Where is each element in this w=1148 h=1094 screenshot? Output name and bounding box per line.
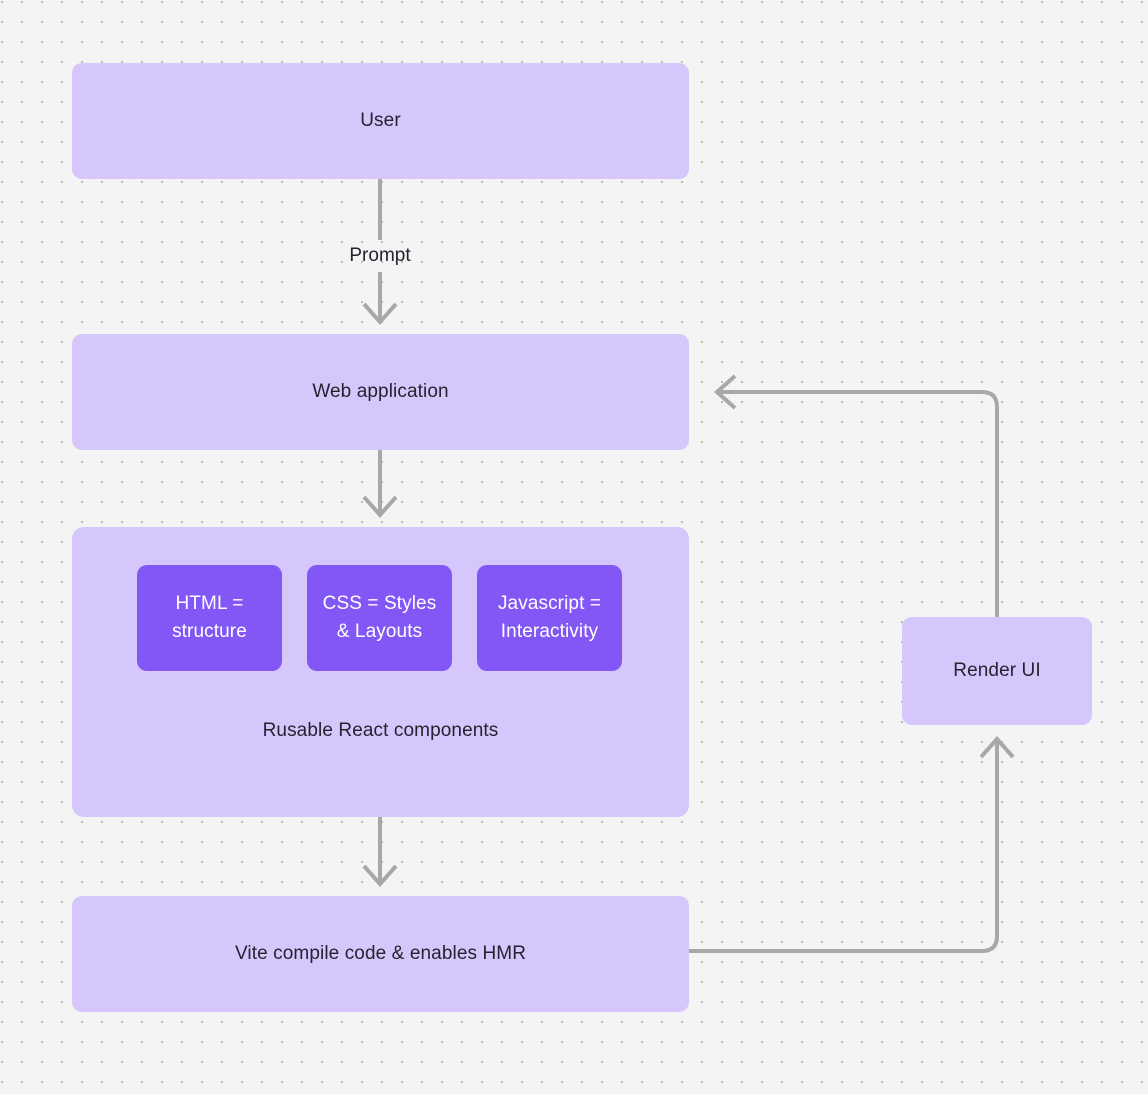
chip-css-label: CSS = Styles & Layouts [323,590,437,647]
chip-html-line1: HTML = [175,592,244,614]
edge-components-to-vite [362,817,398,888]
chip-row: HTML = structure CSS = Styles & Layouts … [137,565,623,671]
node-vite-label: Vite compile code & enables HMR [234,943,527,965]
chip-javascript-label: Javascript = Interactivity [498,590,601,647]
chip-css-line2: & Layouts [336,621,423,642]
node-vite[interactable]: Vite compile code & enables HMR [72,896,689,1012]
node-web-application[interactable]: Web application [72,334,689,450]
chip-css[interactable]: CSS = Styles & Layouts [307,565,452,671]
chip-css-line1: CSS = Styles [322,592,437,614]
chip-javascript-line1: Javascript = [497,592,602,614]
node-react-components-group[interactable]: HTML = structure CSS = Styles & Layouts … [72,527,689,817]
node-render-ui-label: Render UI [953,660,1041,682]
chip-html-line2: structure [172,621,247,642]
chip-javascript-line2: Interactivity [500,621,599,642]
node-react-components-caption: Rusable React components [262,720,499,741]
edge-render-to-webapp [713,374,999,617]
chip-html-label: HTML = structure [172,590,247,647]
edge-webapp-to-components [362,450,398,519]
chip-html[interactable]: HTML = structure [137,565,282,671]
node-user[interactable]: User [72,63,689,179]
node-render-ui[interactable]: Render UI [902,617,1092,725]
node-user-label: User [360,110,401,132]
edge-vite-to-render [689,735,1015,953]
edge-label-prompt: Prompt [349,245,411,266]
chip-javascript[interactable]: Javascript = Interactivity [477,565,622,671]
node-web-application-label: Web application [312,381,449,403]
